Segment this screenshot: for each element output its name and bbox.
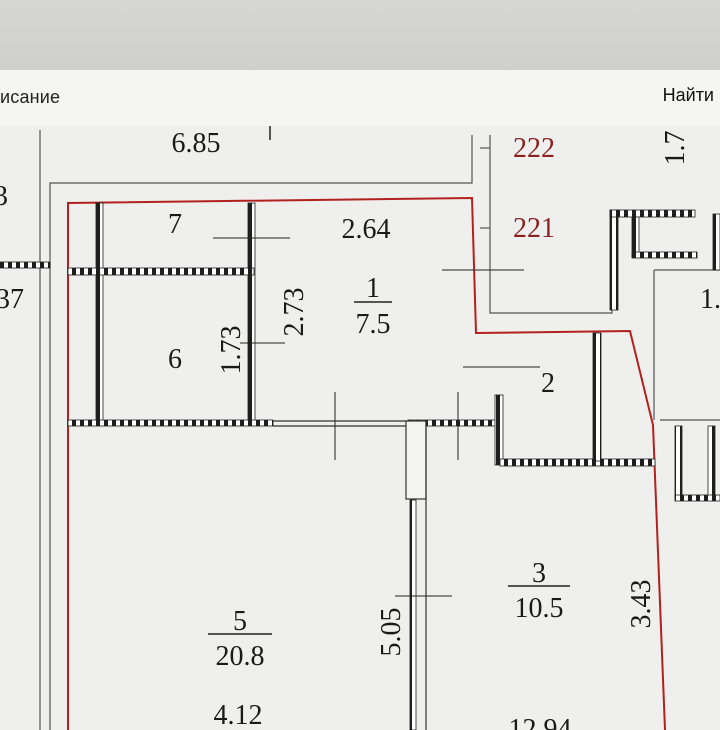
- dim-3-43: 3.43: [626, 580, 657, 629]
- dimension-ticks: [213, 215, 540, 597]
- viewer-toolbar: исание Найти: [0, 70, 720, 127]
- description-tab[interactable]: исание: [0, 87, 61, 107]
- floor-plan: 7 6 1 7.5 2 3 10.5 5 20.8 6.85 2.64 2.73…: [0, 126, 720, 730]
- room-6-number: 6: [168, 344, 182, 375]
- dim-2-64: 2.64: [342, 214, 391, 245]
- device-bezel: [0, 0, 720, 70]
- room-5-area: 20.8: [216, 641, 265, 672]
- find-button[interactable]: Найти: [662, 85, 714, 105]
- dim-12-94: 12.94: [509, 714, 572, 730]
- dimension-labels: 6.85 2.64 2.73 1.73 5.05 3.43 4.12 12.94…: [0, 128, 720, 730]
- dim-6-85: 6.85: [172, 128, 221, 159]
- dim-partial-3: 3: [0, 181, 8, 212]
- apartment-outline: [67, 196, 666, 730]
- apartment-numbers: 222 221: [513, 133, 555, 244]
- dim-partial-1: 1.: [700, 284, 720, 315]
- room-2-number: 2: [541, 368, 555, 399]
- apartment-221: 221: [513, 213, 555, 244]
- room-7-number: 7: [168, 209, 182, 240]
- dim-1-7: 1.7: [660, 131, 691, 166]
- room-5-number: 5: [233, 606, 247, 637]
- room-3-number: 3: [532, 558, 546, 589]
- dim-1-73: 1.73: [216, 326, 247, 375]
- room-3-area: 10.5: [515, 593, 564, 624]
- apartment-222: 222: [513, 133, 555, 164]
- openings: [273, 420, 427, 730]
- room-1-area: 7.5: [356, 309, 391, 340]
- dim-4-12: 4.12: [214, 700, 263, 730]
- dim-5-05: 5.05: [376, 608, 407, 657]
- room-labels: 7 6 1 7.5 2 3 10.5 5 20.8: [168, 209, 564, 672]
- neighbor-lines: [39, 126, 720, 730]
- room-1-number: 1: [366, 273, 380, 304]
- area-fraction-lines: [208, 301, 570, 635]
- dim-2-73: 2.73: [279, 288, 310, 337]
- dim-partial-37: 37: [0, 284, 24, 315]
- walls: [0, 202, 720, 730]
